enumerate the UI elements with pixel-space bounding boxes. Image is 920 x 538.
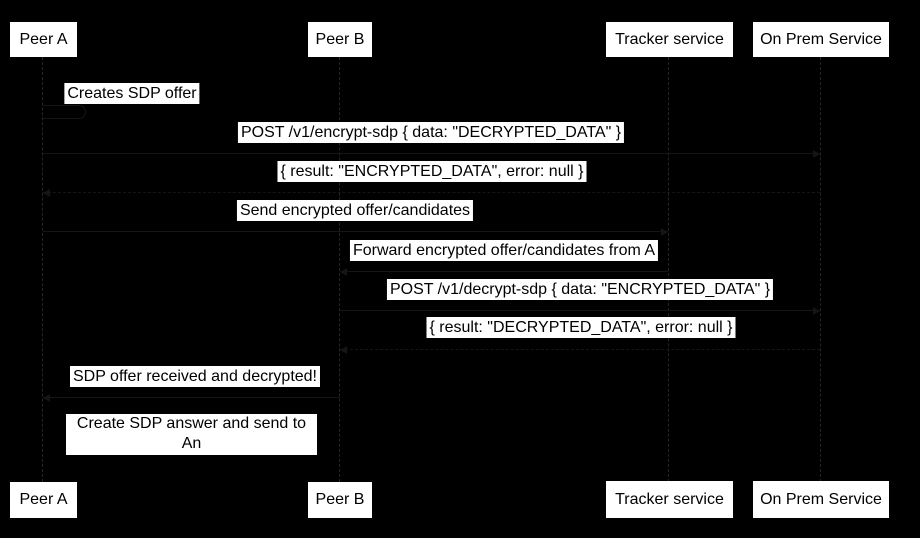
arrowhead-icon: [340, 346, 347, 354]
arrowhead-icon: [340, 268, 347, 276]
lifeline-tracker-service: [668, 57, 669, 482]
message-arrow-self-creates-sdp-offer: [43, 105, 86, 119]
arrowhead-icon: [813, 307, 820, 315]
lifeline-on-prem-service: [820, 57, 821, 482]
arrowhead-icon: [43, 394, 50, 402]
message-arrow-decrypt-result: [340, 346, 820, 354]
message-label-post-encrypt-sdp: POST /v1/encrypt-sdp { data: "DECRYPTED_…: [237, 122, 625, 143]
actor-top-peer-b: Peer B: [308, 22, 372, 57]
note-line-1: Create SDP answer and send to An: [76, 415, 307, 452]
actor-label: Peer A: [19, 491, 68, 508]
message-arrow-send-encrypted-offer: [43, 228, 668, 236]
message-label-send-encrypted-offer: Send encrypted offer/candidates: [236, 200, 474, 221]
actor-bottom-peer-b: Peer B: [308, 482, 372, 518]
actor-label: Peer B: [315, 30, 365, 48]
actor-label: Tracker service: [615, 490, 724, 508]
actor-bottom-tracker-service: Tracker service: [606, 481, 733, 518]
message-arrow-post-decrypt-sdp: [340, 307, 820, 315]
message-label-sdp-offer-received: SDP offer received and decrypted!: [70, 366, 320, 387]
arrowhead-icon: [43, 189, 50, 197]
actor-bottom-on-prem-service: On Prem Service: [753, 481, 889, 518]
message-label-decrypt-result: { result: "DECRYPTED_DATA", error: null …: [426, 317, 736, 338]
message-arrow-post-encrypt-sdp: [43, 150, 820, 158]
actor-label: Peer B: [315, 491, 365, 508]
message-label-forward-encrypted-offer: Forward encrypted offer/candidates from …: [349, 240, 659, 261]
message-label-post-decrypt-sdp: POST /v1/decrypt-sdp { data: "ENCRYPTED_…: [386, 279, 774, 300]
lifeline-peer-b: [339, 57, 340, 482]
arrowhead-icon: [661, 228, 668, 236]
actor-top-on-prem-service: On Prem Service: [753, 22, 889, 57]
message-arrow-forward-encrypted-offer: [340, 268, 668, 276]
actor-top-peer-a: Peer A: [10, 22, 77, 57]
message-label-creates-sdp-offer: Creates SDP offer: [64, 83, 200, 104]
actor-bottom-peer-a: Peer A: [10, 482, 77, 518]
lifeline-peer-a: [42, 57, 43, 482]
actor-label: On Prem Service: [760, 490, 882, 508]
arrowhead-icon: [813, 150, 820, 158]
note-create-sdp-answer: Create SDP answer and send to An using t…: [66, 414, 317, 472]
message-label-encrypt-result: { result: "ENCRYPTED_DATA", error: null …: [277, 161, 587, 182]
actor-label: On Prem Service: [760, 30, 882, 48]
message-arrow-encrypt-result: [43, 189, 820, 197]
actor-top-tracker-service: Tracker service: [606, 22, 733, 57]
actor-label: Tracker service: [615, 30, 724, 48]
message-arrow-sdp-offer-received: [43, 394, 340, 402]
actor-label: Peer A: [19, 30, 68, 48]
note-line-2: using the same mechanism: [94, 455, 289, 472]
